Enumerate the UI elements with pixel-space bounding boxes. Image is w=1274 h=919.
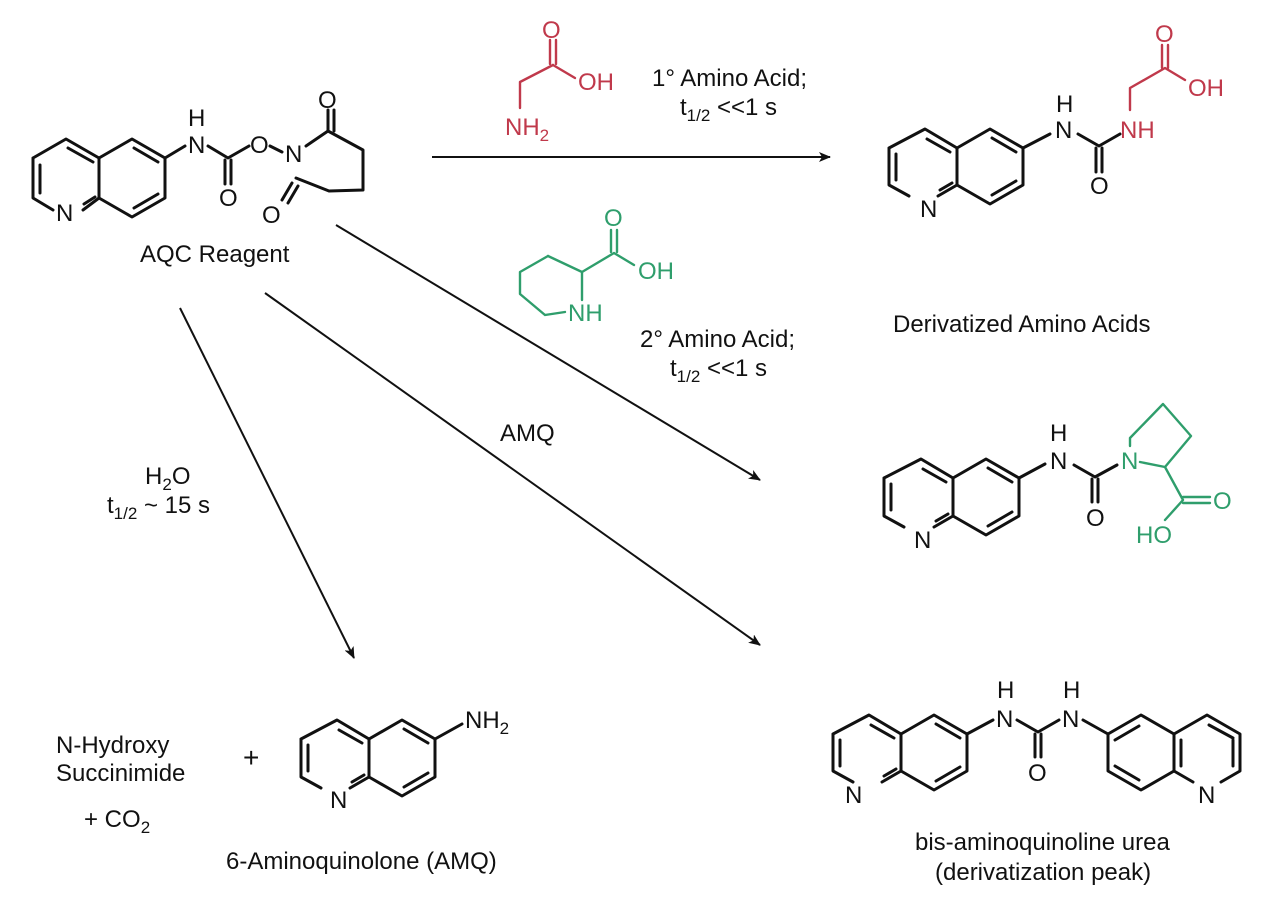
atom-nh: NH — [1120, 117, 1155, 144]
atom-n-ring: N — [920, 196, 937, 223]
atom-o-acid: O — [1155, 21, 1174, 48]
proline-structure: O OH NH — [518, 205, 674, 327]
nhs-label-line1: N-Hydroxy — [56, 732, 169, 759]
atom-o-ester: O — [250, 132, 269, 159]
atom-h: H — [1056, 91, 1073, 118]
atom-h: H — [1050, 420, 1067, 447]
primary-condition-line1: 1° Amino Acid; — [652, 65, 807, 92]
bis-urea-name-line2: (derivatization peak) — [935, 859, 1151, 886]
hydrolysis-condition-line1: H2O — [145, 463, 190, 494]
derivatized-amino-acids-label: Derivatized Amino Acids — [893, 311, 1150, 338]
atom-o: O — [542, 17, 561, 44]
atom-oh: OH — [638, 258, 674, 285]
bis-urea-name-line1: bis-aminoquinoline urea — [915, 829, 1170, 856]
proline-product-structure: N H N O N O HO — [882, 402, 1232, 554]
atom-o: O — [1090, 173, 1109, 200]
atom-n-imide: N — [285, 141, 302, 168]
nhs-label-line2: Succinimide — [56, 760, 185, 787]
atom-o: O — [1028, 760, 1047, 787]
atom-h2: H — [1063, 677, 1080, 704]
atom-nh: NH — [568, 300, 603, 327]
atom-n-right: N — [1198, 782, 1215, 809]
arrow-amq — [264, 292, 761, 646]
secondary-condition-line2: t1/2 <<1 s — [670, 355, 767, 386]
atom-ho: HO — [1136, 522, 1172, 549]
atom-nh2: NH2 — [505, 114, 549, 145]
arrow-hydrolysis — [179, 307, 355, 659]
atom-nh2: NH2 — [465, 707, 509, 738]
atom-oh: OH — [1188, 75, 1224, 102]
bis-urea-structure: N H N H N O N — [831, 677, 1242, 809]
atom-o-top: O — [318, 87, 337, 114]
atom-o-acid: O — [1213, 488, 1232, 515]
atom-o-bottom: O — [262, 202, 281, 229]
atom-o-carbonyl: O — [219, 185, 238, 212]
glycine-product-structure: N H N O NH O OH — [887, 21, 1224, 223]
reagent-label: AQC Reagent — [140, 241, 290, 268]
atom-n-left: N — [845, 782, 862, 809]
atom-n-pro: N — [1121, 448, 1138, 475]
atom-n-ring: N — [914, 527, 931, 554]
arrow-secondary — [335, 224, 761, 481]
atom-h1: H — [997, 677, 1014, 704]
primary-condition-line2: t1/2 <<1 s — [680, 94, 777, 125]
atom-h: H — [188, 105, 205, 132]
atom-na: N — [996, 706, 1013, 733]
amq-name-label: 6-Aminoquinolone (AMQ) — [226, 848, 497, 875]
co2-label: + CO2 — [84, 806, 150, 837]
aqc-reagent-structure: N H N O O N O O — [31, 87, 365, 229]
hydrolysis-condition-line2: t1/2 ~ 15 s — [107, 492, 210, 523]
atom-oh: OH — [578, 69, 614, 96]
plus-sign: + — [243, 742, 259, 773]
atom-n: N — [1055, 117, 1072, 144]
atom-o: O — [604, 205, 623, 232]
atom-o: O — [1086, 505, 1105, 532]
atom-n-ring: N — [56, 200, 73, 227]
glycine-structure: O OH NH2 — [505, 17, 614, 145]
atom-n: N — [1050, 448, 1067, 475]
atom-nb: N — [1062, 706, 1079, 733]
atom-n: N — [188, 132, 205, 159]
amq-structure: N NH2 — [299, 707, 509, 814]
amq-condition-label: AMQ — [500, 420, 555, 447]
atom-n-ring: N — [330, 787, 347, 814]
secondary-condition-line1: 2° Amino Acid; — [640, 326, 795, 353]
